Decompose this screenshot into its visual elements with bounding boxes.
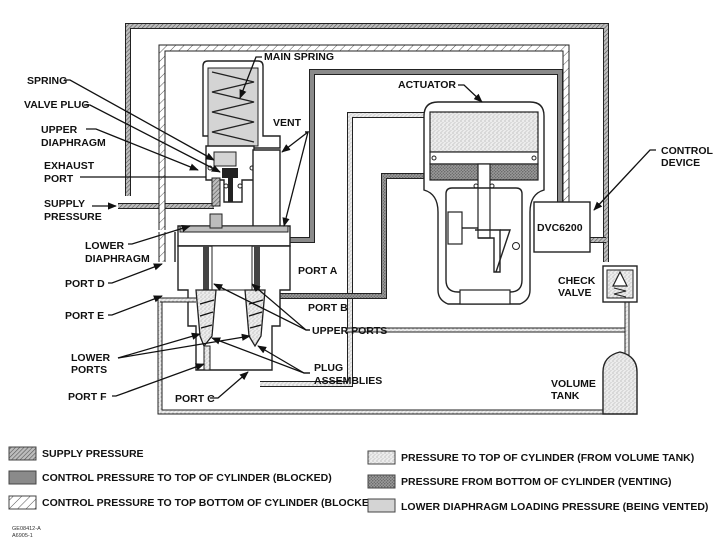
label-vent: VENT xyxy=(273,117,302,129)
label-lower-diaphragm-1: LOWER xyxy=(85,240,124,252)
legend-label: PRESSURE FROM BOTTOM OF CYLINDER (VENTIN… xyxy=(401,476,671,488)
label-upper-diaphragm-1: UPPER xyxy=(41,124,78,136)
label-port-e: PORT E xyxy=(65,310,104,322)
label-upper-ports: UPPER PORTS xyxy=(312,325,387,337)
label-plug-assemblies-1: PLUG xyxy=(314,362,343,374)
trip-valve xyxy=(160,60,291,371)
label-upper-diaphragm-2: DIAPHRAGM xyxy=(41,137,106,149)
label-lower-ports-2: PORTS xyxy=(71,364,107,376)
label-control-device-1: CONTROL xyxy=(661,145,713,157)
legend-swatch-lower-diaphragm xyxy=(367,498,396,513)
legend-label: CONTROL PRESSURE TO TOP BOTTOM OF CYLIND… xyxy=(42,497,380,509)
label-control-device-2: DEVICE xyxy=(661,157,700,169)
supply-pressure-line xyxy=(118,23,609,262)
main-spring-icon xyxy=(211,71,255,143)
legend-label: PRESSURE TO TOP OF CYLINDER (FROM VOLUME… xyxy=(401,452,694,464)
dvc6200-label: DVC6200 xyxy=(537,222,583,234)
piston xyxy=(429,151,539,165)
figure-id-1: GE08412-A xyxy=(12,526,41,532)
label-check-valve-1: CHECK xyxy=(558,275,596,287)
label-plug-assemblies-2: ASSEMBLIES xyxy=(314,375,382,387)
label-supply-pressure-2: PRESSURE xyxy=(44,211,102,223)
label-port-a: PORT A xyxy=(298,265,338,277)
volume-tank-line xyxy=(157,112,630,415)
leader-lines xyxy=(64,56,656,399)
legend-swatch-volume-tank xyxy=(367,450,396,465)
legend-label: LOWER DIAPHRAGM LOADING PRESSURE (BEING … xyxy=(401,501,708,513)
label-valve-plug: VALVE PLUG xyxy=(24,99,90,111)
volume-tank xyxy=(602,351,638,415)
legend-label: SUPPLY PRESSURE xyxy=(42,448,144,460)
label-volume-tank-2: TANK xyxy=(551,390,580,402)
label-supply-pressure-1: SUPPLY xyxy=(44,198,85,210)
label-port-f: PORT F xyxy=(68,391,107,403)
check-valve xyxy=(602,265,638,303)
label-check-valve-2: VALVE xyxy=(558,287,591,299)
legend-label: CONTROL PRESSURE TO TOP OF CYLINDER (BLO… xyxy=(42,472,332,484)
label-lower-ports-1: LOWER xyxy=(71,352,110,364)
label-exhaust-port-1: EXHAUST xyxy=(44,160,95,172)
label-lower-diaphragm-2: DIAPHRAGM xyxy=(85,253,150,265)
label-actuator: ACTUATOR xyxy=(398,79,456,91)
legend-swatch-control-top xyxy=(8,470,37,485)
label-port-c: PORT C xyxy=(175,393,215,405)
venting-line xyxy=(256,173,430,299)
label-volume-tank-1: VOLUME xyxy=(551,378,596,390)
dvc6200-box xyxy=(533,201,591,253)
legend-swatch-supply-pressure xyxy=(8,446,37,461)
label-spring: SPRING xyxy=(27,75,67,87)
legend-swatch-venting xyxy=(367,474,396,489)
actuator xyxy=(423,101,545,305)
label-exhaust-port-2: PORT xyxy=(44,173,74,185)
control-bottom-line xyxy=(158,44,570,262)
label-port-b: PORT B xyxy=(308,302,348,314)
label-main-spring: MAIN SPRING xyxy=(264,51,334,63)
figure-id-2: A6905-1 xyxy=(12,533,33,539)
legend-swatch-control-bottom xyxy=(8,495,37,510)
legend: SUPPLY PRESSURE CONTROL PRESSURE TO TOP … xyxy=(8,446,708,513)
label-port-d: PORT D xyxy=(65,278,105,290)
cylinder-top-chamber xyxy=(429,111,539,153)
